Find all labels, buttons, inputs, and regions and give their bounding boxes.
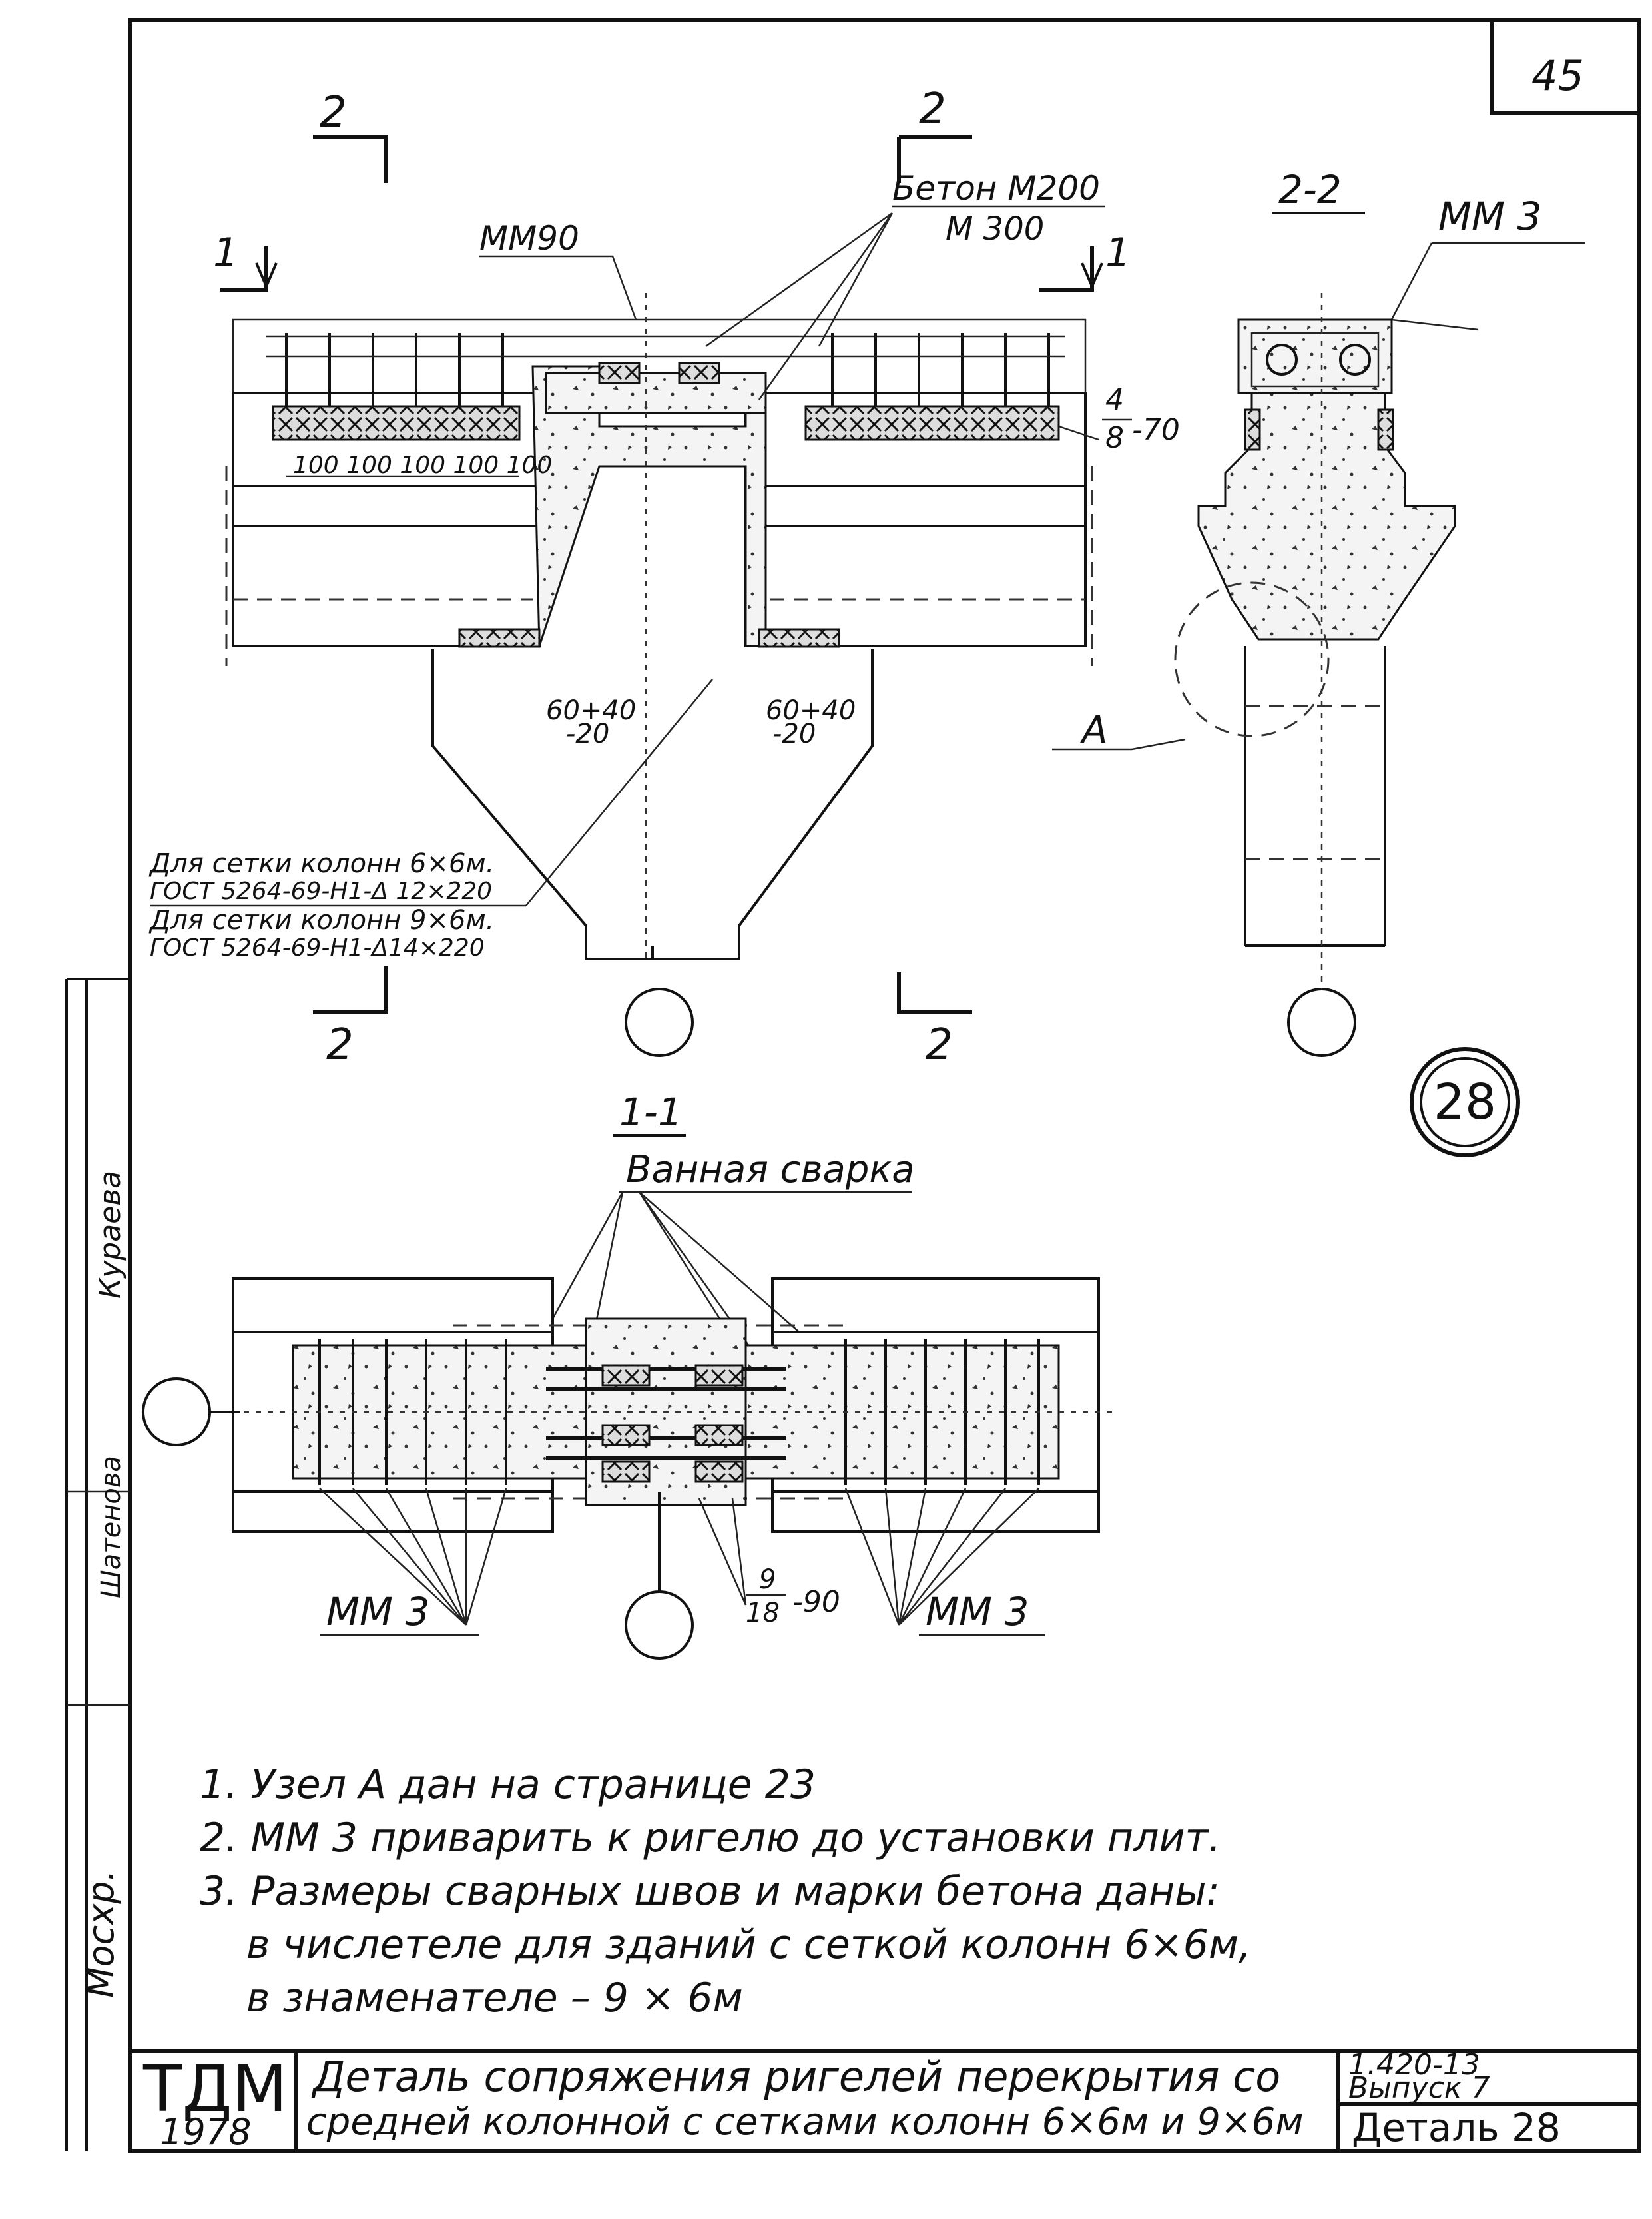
section-11-fraction-len: -90: [792, 1585, 840, 1619]
gap-right-top: 60+40: [766, 695, 856, 726]
title-block: ТДМ 1978 Деталь сопряжения ригелей перек…: [130, 2048, 1639, 2153]
axis-circle-section11-bottom: [625, 1590, 694, 1660]
node-a-label: А: [1080, 709, 1107, 752]
note-3-denominator: в знаменателе – 9 × 6м: [246, 1975, 743, 2021]
concrete-label-top: Бетон М200: [892, 169, 1100, 208]
spacing-label: 100 100 100 100 100: [293, 452, 552, 479]
sheet-frame: [128, 18, 1641, 2153]
axis-circle-section22: [1287, 988, 1356, 1057]
margin-text-2: Шатенова: [96, 1456, 127, 1598]
title-issue: Выпуск 7: [1348, 2071, 1490, 2105]
section-11-fraction-num: 9: [759, 1564, 776, 1595]
title-detail: Деталь 28: [1352, 2105, 1561, 2150]
margin-text-1: Кураева: [93, 1171, 127, 1299]
note-2: 2. ММ 3 приварить к ригелю до установки …: [200, 1815, 1221, 1861]
cut-mark-2-bl: 2: [326, 1020, 354, 1070]
weld-den: 8: [1105, 421, 1124, 455]
cut-mark-2-tr: 2: [919, 85, 946, 134]
note-1: 1. Узел А дан на странице 23: [200, 1761, 816, 1808]
section-1-1: 1-1 Ванная сварка: [142, 1090, 1112, 1660]
gap-left-top: 60+40: [546, 695, 636, 726]
cut-mark-1-left: 1: [213, 230, 238, 276]
section-2-2: 2-2 ММ 3 А: [1052, 167, 1585, 1057]
elevation-view: 2 2 2 2 1 1: [148, 85, 1180, 1070]
section-11-fraction-den: 18: [746, 1598, 780, 1628]
mm90-label: ММ90: [479, 219, 579, 258]
notes-block: 1. Узел А дан на странице 23 2. ММ 3 при…: [200, 1761, 1251, 2021]
axis-circle-elevation: [625, 988, 694, 1057]
title-line-2: средней колонной с сетками колонн 6×6м и…: [306, 2100, 1304, 2144]
section-22-mm-label: ММ 3: [1438, 194, 1541, 239]
detail-badge: 28: [1410, 1047, 1520, 1157]
page-number: 45: [1531, 51, 1584, 100]
node-a-circle: [1174, 581, 1330, 737]
margin-stamp: Кураева Шатенова Мосхр.: [65, 978, 130, 2151]
title-series: 1.420-13: [1348, 2048, 1480, 2082]
gap-left-bottom: -20: [566, 719, 609, 749]
mesh-note-1b: ГОСТ 5264-69-Н1-Δ 12×220: [150, 878, 492, 905]
section-22-title: 2-2: [1278, 167, 1342, 212]
title-line-1: Деталь сопряжения ригелей перекрытия со: [311, 2053, 1280, 2101]
title-logo: ТДМ: [142, 2052, 287, 2126]
weld-num: 4: [1105, 383, 1124, 417]
margin-text-3: Мосхр.: [80, 1869, 122, 1998]
mesh-note-1a: Для сетки колонн 6×6м.: [148, 848, 494, 879]
cut-mark-2-tl: 2: [320, 88, 347, 137]
note-3: 3. Размеры сварных швов и марки бетона д…: [200, 1868, 1220, 1915]
weld-label: Ванная сварка: [626, 1148, 915, 1191]
cut-mark-1-right: 1: [1105, 230, 1131, 276]
mesh-note-2b: ГОСТ 5264-69-Н1-Δ14×220: [150, 934, 485, 962]
gap-right-bottom: -20: [772, 719, 816, 749]
detail-badge-number: 28: [1434, 1074, 1496, 1131]
weld-len: -70: [1132, 413, 1180, 447]
mesh-note-2a: Для сетки колонн 9×6м.: [148, 905, 494, 936]
note-3-numerator: в числетеле для зданий с сеткой колонн 6…: [246, 1921, 1251, 1968]
mm3-right-label: ММ 3: [926, 1589, 1029, 1634]
cut-mark-2-br: 2: [926, 1020, 953, 1070]
concrete-label-bottom: М 300: [946, 210, 1044, 248]
section-11-title: 1-1: [619, 1090, 683, 1135]
mm3-left-label: ММ 3: [326, 1589, 429, 1634]
title-year: 1978: [160, 2111, 251, 2153]
axis-circle-section11-left: [142, 1377, 211, 1446]
